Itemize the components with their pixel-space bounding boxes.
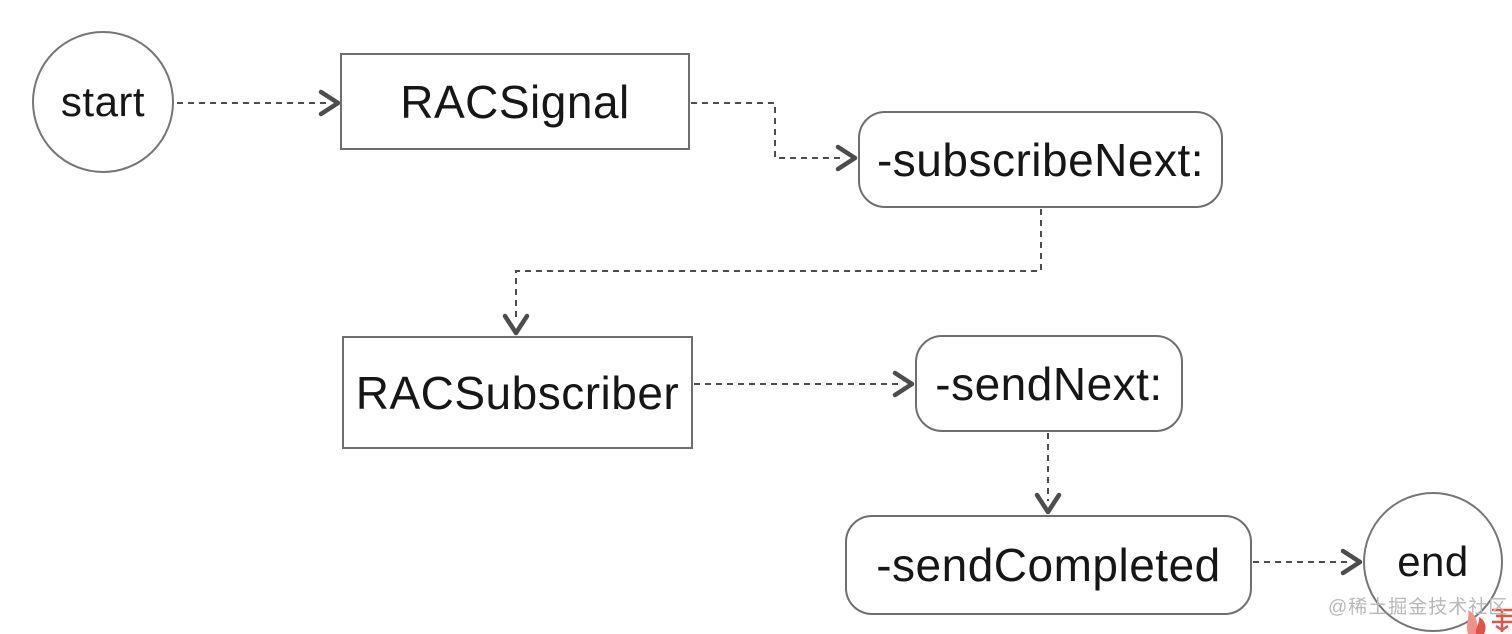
node-racsignal: RACSignal bbox=[340, 53, 690, 150]
node-racsubscriber: RACSubscriber bbox=[342, 336, 693, 449]
edge-racsubscriber-sendnext bbox=[694, 370, 915, 398]
node-send-next: -sendNext: bbox=[915, 335, 1183, 432]
node-subscribe-next: -subscribeNext: bbox=[858, 111, 1223, 208]
node-end-label: end bbox=[1397, 538, 1469, 585]
node-racsignal-label: RACSignal bbox=[400, 75, 630, 128]
node-end: end bbox=[1363, 492, 1503, 632]
edge-racsignal-subscribenext bbox=[691, 102, 858, 172]
node-send-completed: -sendCompleted bbox=[845, 515, 1252, 615]
node-subscribe-next-label: -subscribeNext: bbox=[876, 133, 1205, 186]
edge-start-racsignal bbox=[177, 89, 341, 117]
node-start: start bbox=[32, 31, 174, 173]
node-start-label: start bbox=[60, 78, 146, 125]
node-send-next-label: -sendNext: bbox=[935, 357, 1163, 410]
edge-subscribenext-racsubscriber bbox=[502, 209, 1042, 336]
edge-sendnext-sendcompleted bbox=[1034, 433, 1062, 515]
watermark-text: @稀土掘金技术社区 bbox=[1328, 597, 1509, 618]
edge-sendcompleted-end bbox=[1253, 548, 1363, 576]
node-send-completed-label: -sendCompleted bbox=[876, 539, 1221, 591]
juejin-logo-icon bbox=[1450, 602, 1512, 634]
node-racsubscriber-label: RACSubscriber bbox=[355, 366, 680, 419]
